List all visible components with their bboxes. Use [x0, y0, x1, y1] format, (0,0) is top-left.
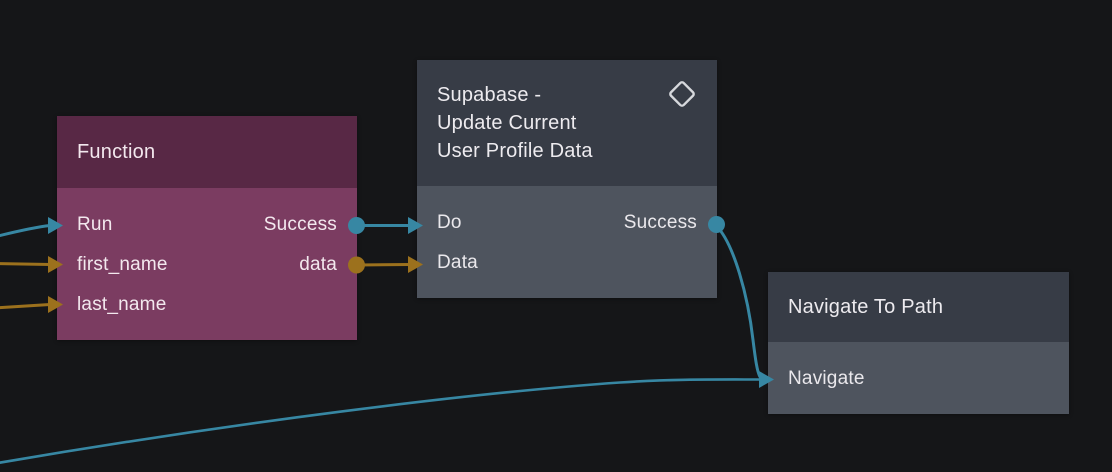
input-port-label-do: Do: [437, 212, 462, 233]
port-row: Data: [437, 243, 697, 283]
port-row: last_name: [77, 285, 337, 325]
node-navigate-body: Navigate: [768, 342, 1069, 414]
node-navigate-to-path[interactable]: Navigate To Path Navigate: [768, 272, 1069, 414]
input-port-label-data: Data: [437, 252, 478, 273]
title-line: Update Current: [437, 112, 577, 134]
node-function[interactable]: Function Run Success first_name data las…: [57, 116, 357, 340]
edge-data-to-data[interactable]: [348, 256, 423, 274]
edge-success-to-do[interactable]: [348, 217, 423, 234]
edge-data-to-first-name[interactable]: [0, 256, 63, 273]
output-port-label-data: data: [299, 254, 337, 275]
node-function-body: Run Success first_name data last_name: [57, 188, 357, 340]
edge-exec-to-run[interactable]: [0, 217, 63, 238]
title-line: Supabase -: [437, 84, 542, 106]
port-row: Run Success: [77, 205, 337, 245]
port-row: Navigate: [788, 359, 1049, 399]
node-navigate-title: Navigate To Path: [788, 296, 944, 318]
diamond-icon[interactable]: [667, 79, 697, 109]
port-row: first_name data: [77, 245, 337, 285]
node-navigate-header[interactable]: Navigate To Path: [768, 272, 1069, 342]
edge-data-to-last-name[interactable]: [0, 296, 63, 313]
input-port-label-run: Run: [77, 214, 113, 235]
node-function-header[interactable]: Function: [57, 116, 357, 188]
output-port-label-success: Success: [263, 214, 337, 235]
node-supabase-title: Supabase - Update Current User Profile D…: [437, 81, 647, 165]
node-supabase-update-profile[interactable]: Supabase - Update Current User Profile D…: [417, 60, 717, 298]
node-supabase-body: Do Success Data: [417, 186, 717, 298]
input-port-label-last-name: last_name: [77, 294, 167, 315]
title-line: User Profile Data: [437, 140, 593, 162]
port-row: Do Success: [437, 203, 697, 243]
input-port-label-first-name: first_name: [77, 254, 168, 275]
node-supabase-header[interactable]: Supabase - Update Current User Profile D…: [417, 60, 717, 186]
node-function-title: Function: [77, 141, 156, 163]
input-port-label-navigate: Navigate: [788, 368, 865, 389]
edge-offscreen-to-navigate[interactable]: [0, 371, 774, 464]
output-port-label-success: Success: [623, 212, 697, 233]
